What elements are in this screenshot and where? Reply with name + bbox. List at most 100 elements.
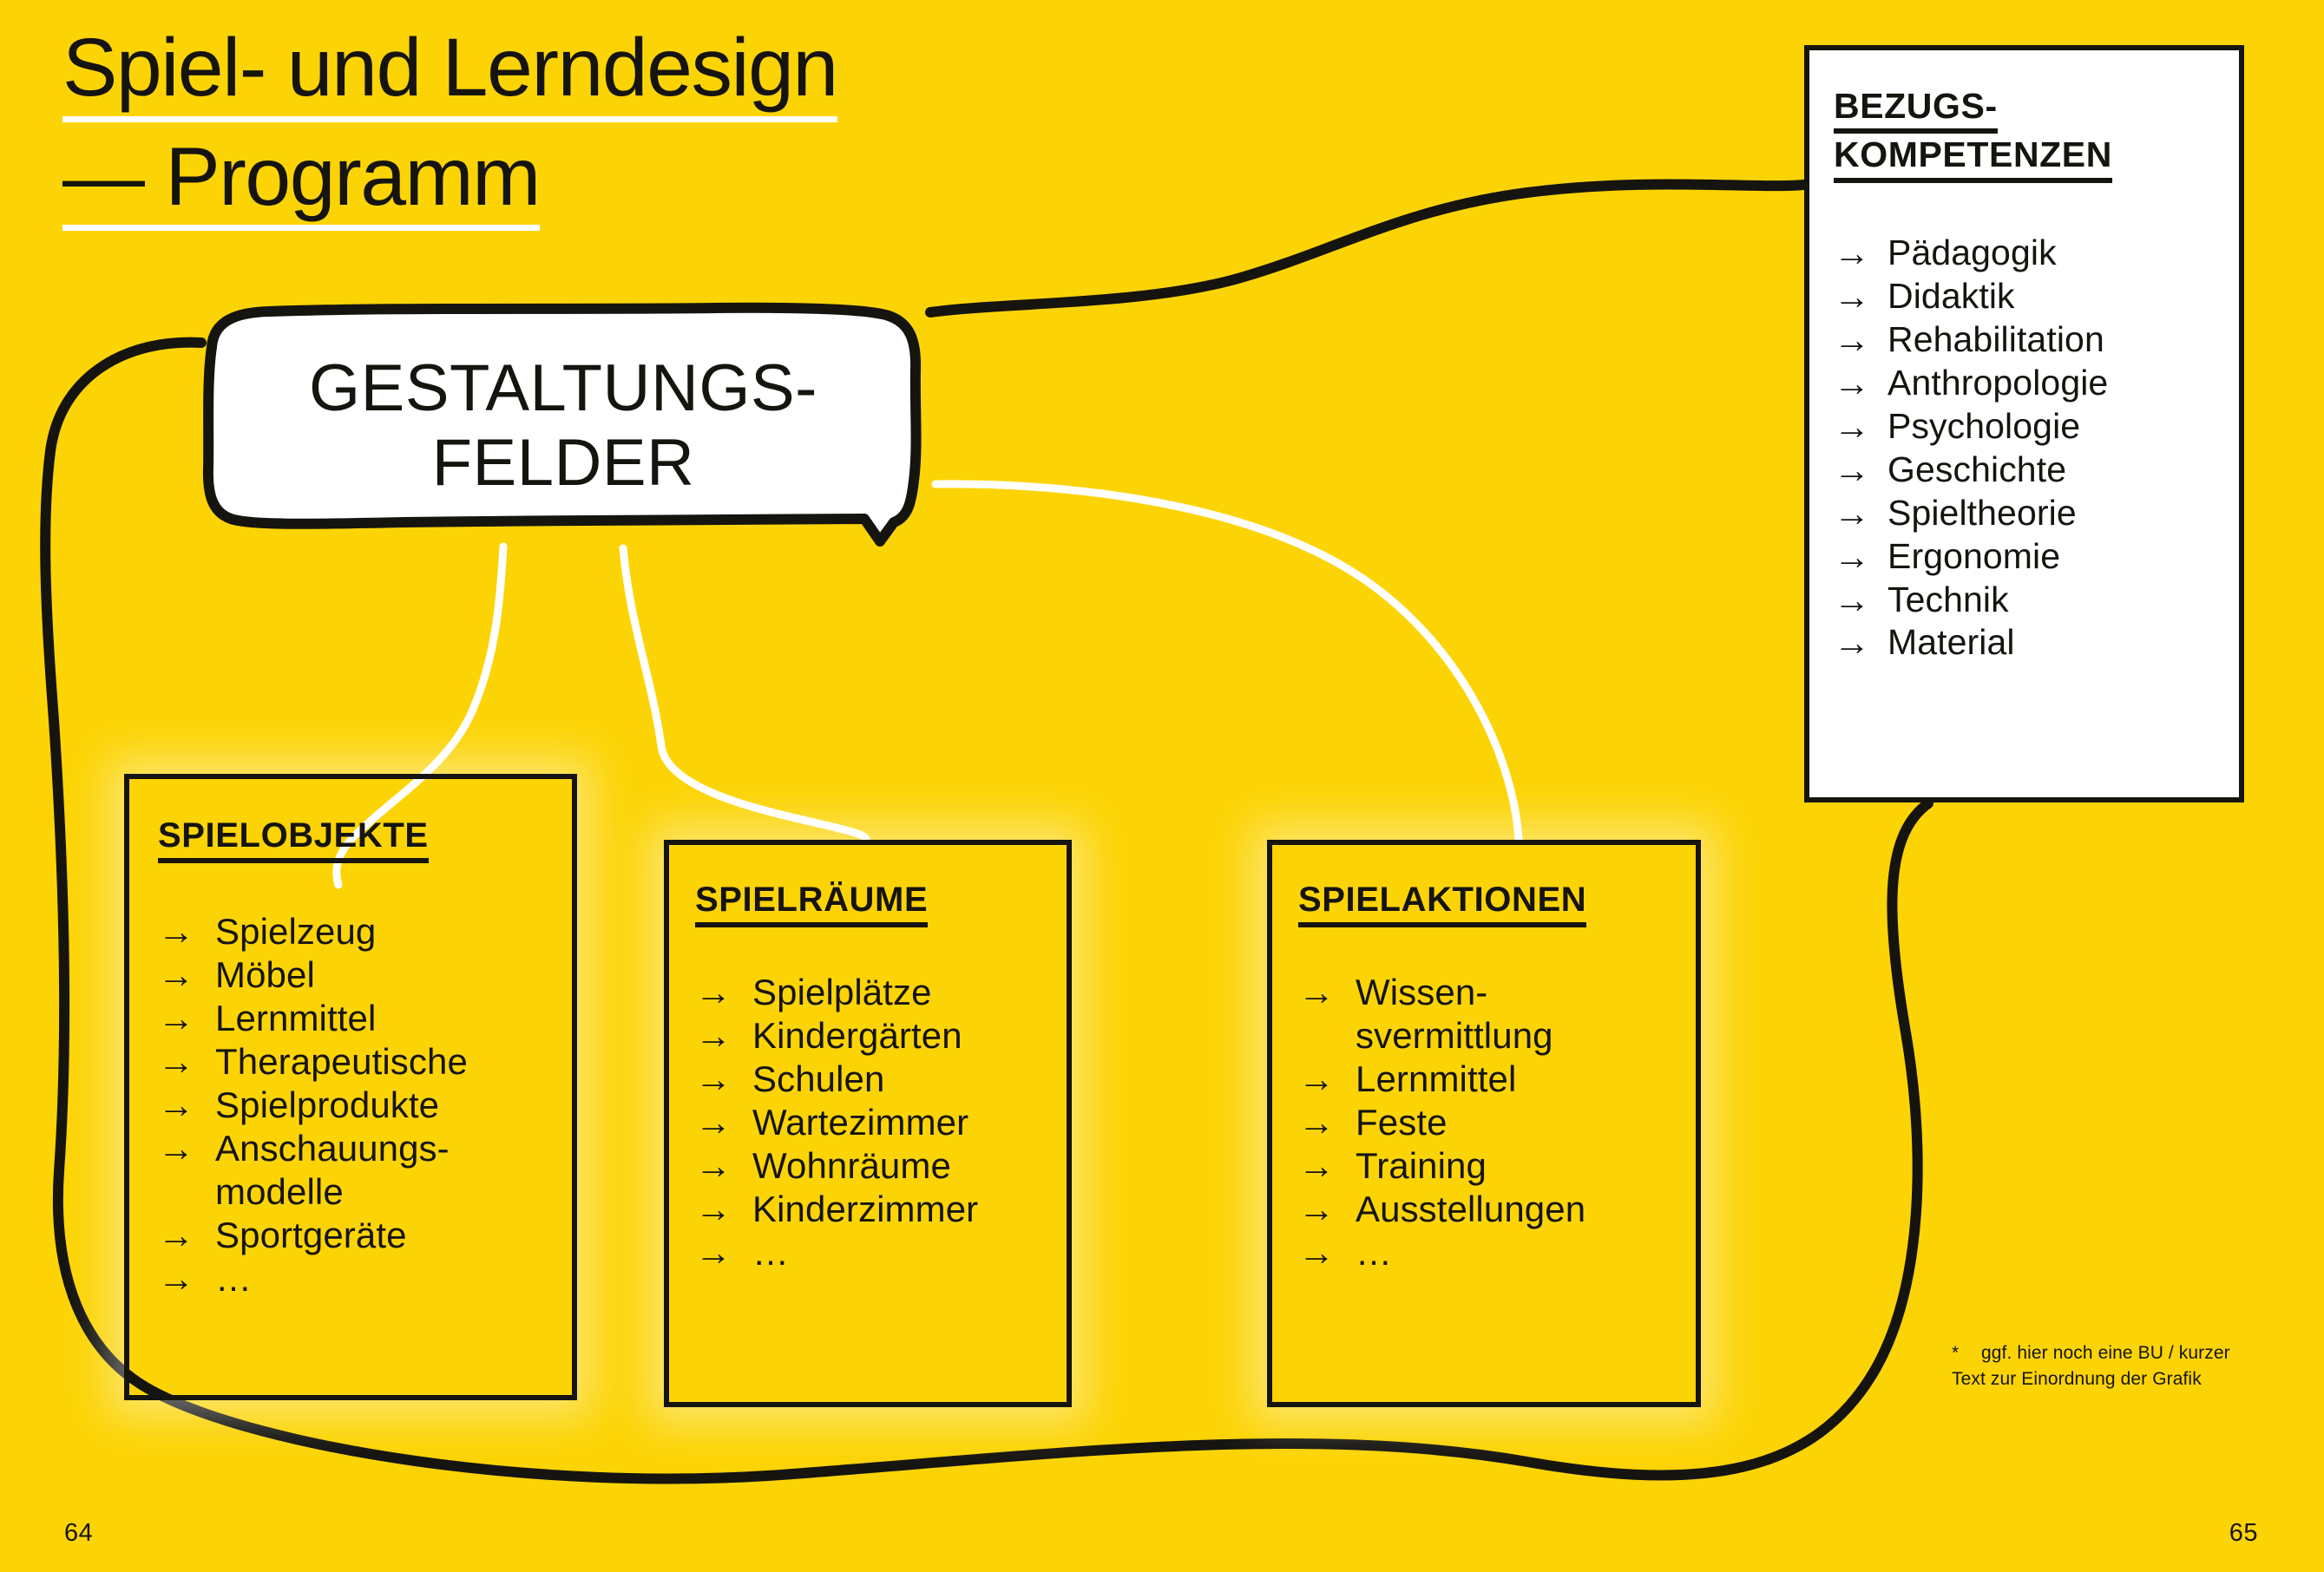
- card-spielaktionen-inner: SPIELAKTIONEN → Wissen- svermittlung → Ler…: [1272, 845, 1696, 1274]
- list-item-label: Wohnräume: [752, 1145, 951, 1187]
- list-item: →…: [158, 1257, 546, 1300]
- list-item-label: Rehabilitation: [1887, 318, 2104, 359]
- list-item: → Lernmittel: [1298, 1058, 1677, 1101]
- list-item-label: Pädagogik: [1887, 232, 2057, 272]
- node-label-line-1: GESTALTUNGS-: [309, 351, 817, 426]
- arrow-icon: →: [1834, 579, 1871, 620]
- list-item-label: Anschauungs- modelle: [215, 1128, 450, 1212]
- list-item-label: Spielzeug: [215, 911, 377, 953]
- card-spielobjekte-list: →Spielzeug →Möbel →Lernmittel →Therapeut…: [158, 910, 546, 1300]
- arrow-icon: →: [1298, 1058, 1336, 1100]
- footnote-line-2: Text zur Einordnung der Grafik: [1952, 1368, 2202, 1389]
- arrow-icon: →: [1298, 972, 1336, 1013]
- card-bezugskompetenzen[interactable]: BEZUGS- KOMPETENZEN → Pädagogik → Didaktik…: [1804, 45, 2244, 802]
- arrow-icon: →: [1298, 1145, 1336, 1187]
- arrow-icon: →: [1298, 1102, 1336, 1143]
- arrow-icon: →: [1834, 275, 1871, 317]
- card-spielraeume[interactable]: SPIELRÄUME →Spielplätze →Kindergärten →S…: [664, 840, 1072, 1407]
- arrow-icon: →: [158, 998, 195, 1039]
- list-item: →Therapeutische: [158, 1040, 546, 1084]
- list-item: → Pädagogik: [1834, 232, 2216, 275]
- arrow-icon: →: [695, 972, 732, 1013]
- arrow-icon: →: [1834, 535, 1871, 577]
- list-item: → Spielplätze: [695, 971, 1044, 1014]
- card-bezugskompetenzen-title-line-1: BEZUGS-: [1834, 85, 1998, 134]
- card-bezugskompetenzen-inner: BEZUGS- KOMPETENZEN → Pädagogik → Didaktik…: [1809, 50, 2239, 665]
- list-item-label: Wissen- svermittlung: [1356, 972, 1553, 1057]
- page-title-line-1: Spiel- und Lerndesign: [62, 23, 838, 122]
- arrow-icon: →: [1298, 1232, 1336, 1273]
- list-item-label: Schulen: [752, 1058, 885, 1100]
- list-item: →Wartezimmer: [695, 1101, 1044, 1144]
- list-item-label: Spielprodukte: [215, 1084, 440, 1126]
- white-connector-spielaktionen: [931, 480, 1523, 844]
- list-item: →Technik: [1834, 579, 2216, 622]
- list-item-label: …: [752, 1232, 790, 1273]
- list-item-label: Ergonomie: [1887, 535, 2061, 576]
- list-item: → Ergonomie: [1834, 535, 2216, 579]
- card-spielobjekte[interactable]: SPIELOBJEKTE → Spielzeug → Möbel → Lernmitt…: [124, 774, 577, 1400]
- footnote-marker: *: [1952, 1343, 1960, 1363]
- list-item-label: Training: [1356, 1145, 1487, 1187]
- arrow-icon: →: [1834, 232, 1871, 273]
- list-item-label: Möbel: [215, 954, 315, 996]
- card-bezugskompetenzen-list: → Pädagogik → Didaktik → Rehabilitation →An…: [1834, 232, 2216, 665]
- list-item: → Training: [1298, 1144, 1677, 1188]
- arrow-icon: →: [158, 954, 195, 996]
- arrow-icon: →: [1834, 449, 1871, 490]
- arrow-icon: →: [1834, 492, 1871, 534]
- arrow-icon: →: [695, 1102, 732, 1143]
- list-item: → Möbel: [158, 953, 546, 997]
- list-item-label: Psychologie: [1887, 405, 2081, 446]
- list-item-label: Lernmittel: [215, 998, 377, 1039]
- gestaltungsfelder-node[interactable]: GESTALTUNGS- FELDER: [194, 302, 932, 549]
- arrow-icon: →: [158, 911, 195, 953]
- arrow-icon: →: [695, 1015, 732, 1057]
- list-item: →…: [695, 1231, 1044, 1274]
- list-item-label: Didaktik: [1887, 275, 2015, 316]
- arrow-icon: →: [695, 1189, 732, 1230]
- list-item: →Spieltheorie: [1834, 492, 2216, 535]
- list-item-label: Kinderzimmer: [752, 1189, 979, 1230]
- card-bezugskompetenzen-title-wrap: BEZUGS-: [1834, 85, 2216, 134]
- list-item: → Geschichte: [1834, 449, 2216, 492]
- list-item: →Psychologie: [1834, 405, 2216, 449]
- list-item: →Wohnräume: [695, 1144, 1044, 1188]
- node-label-line-2: FELDER: [431, 425, 695, 500]
- list-item-label: Spielplätze: [752, 972, 932, 1013]
- list-item-label: Lernmittel: [1356, 1058, 1517, 1100]
- list-item: →…: [1298, 1231, 1677, 1274]
- list-item: → Rehabilitation: [1834, 318, 2216, 362]
- gestaltungsfelder-label: GESTALTUNGS- FELDER: [194, 302, 932, 549]
- card-spielaktionen[interactable]: SPIELAKTIONEN → Wissen- svermittlung → Ler…: [1267, 840, 1701, 1407]
- page-number-right: 65: [2229, 1519, 2258, 1547]
- list-item-label: Geschichte: [1887, 449, 2067, 489]
- card-spielaktionen-title: SPIELAKTIONEN: [1298, 880, 1587, 928]
- arrow-icon: →: [158, 1214, 195, 1255]
- card-bezugskompetenzen-title-line-2: KOMPETENZEN: [1834, 134, 2112, 183]
- list-item: → Feste: [1298, 1101, 1677, 1144]
- list-item-label: …: [1356, 1232, 1393, 1273]
- list-item-label: Material: [1887, 622, 2015, 663]
- arrow-icon: →: [695, 1232, 732, 1273]
- arrow-icon: →: [1834, 318, 1871, 360]
- white-connector-spielraeume: [619, 544, 870, 844]
- list-item: → Kindergärten: [695, 1014, 1044, 1058]
- list-item: → Lernmittel: [158, 997, 546, 1040]
- arrow-icon: →: [1834, 622, 1871, 664]
- list-item-label: Therapeutische: [215, 1041, 468, 1083]
- card-spielaktionen-list: → Wissen- svermittlung → Lernmittel → Feste…: [1298, 971, 1677, 1274]
- card-spielobjekte-title: SPIELOBJEKTE: [158, 815, 429, 864]
- arrow-icon: →: [158, 1257, 195, 1299]
- card-spielraeume-title: SPIELRÄUME: [695, 880, 929, 928]
- list-item: → Kinderzimmer: [695, 1188, 1044, 1231]
- list-item-label: Feste: [1356, 1102, 1448, 1143]
- list-item: →Schulen: [695, 1058, 1044, 1101]
- card-bezugskompetenzen-title-wrap-2: KOMPETENZEN: [1834, 134, 2216, 183]
- list-item: →Anthropologie: [1834, 362, 2216, 405]
- list-item: → Didaktik: [1834, 275, 2216, 318]
- list-item: →Sportgeräte: [158, 1214, 546, 1257]
- list-item-label: Kindergärten: [752, 1015, 962, 1057]
- card-spielraeume-inner: SPIELRÄUME →Spielplätze →Kindergärten →S…: [669, 845, 1067, 1274]
